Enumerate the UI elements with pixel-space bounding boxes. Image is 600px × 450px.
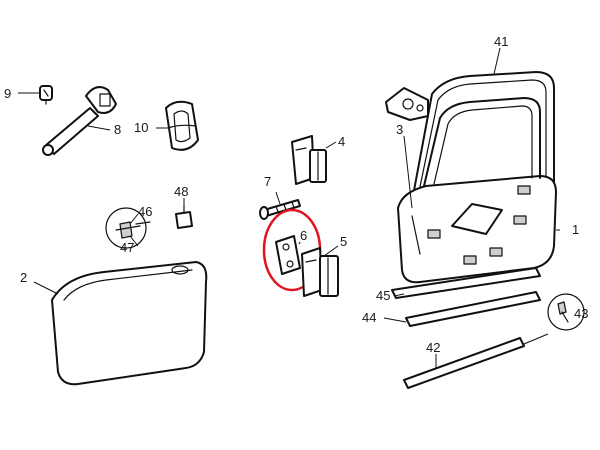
- callout-6: 6: [300, 228, 307, 243]
- part-3-catch: [385, 87, 429, 121]
- part-46-47-detail: [105, 207, 151, 249]
- part-8-check-strap: [42, 86, 117, 156]
- part-9-screw: [39, 85, 53, 105]
- callout-44: 44: [362, 310, 376, 325]
- callout-48: 48: [174, 184, 188, 199]
- part-5-lower-hinge: [301, 247, 339, 297]
- part-6-hinge-shim: [275, 235, 301, 275]
- part-2-door-skin: [51, 261, 208, 386]
- callout-5: 5: [340, 234, 347, 249]
- part-4-upper-hinge: [291, 135, 327, 185]
- callout-47: 47: [120, 240, 134, 255]
- part-45-strip: [391, 267, 541, 299]
- part-48-plug: [175, 205, 193, 229]
- part-10-rubber-boot: [165, 100, 199, 151]
- callout-45: 45: [376, 288, 390, 303]
- callout-3: 3: [396, 122, 403, 137]
- callout-labels: 1 2 3 4 5 6 7 8 9 10 41 42 43 44 45 46 4…: [4, 34, 588, 355]
- leader-lines: [18, 47, 560, 368]
- callout-46: 46: [138, 204, 152, 219]
- callout-8: 8: [114, 122, 121, 137]
- callout-7: 7: [264, 174, 271, 189]
- callout-42: 42: [426, 340, 440, 355]
- callout-2: 2: [20, 270, 27, 285]
- callout-10: 10: [134, 120, 148, 135]
- callout-43: 43: [574, 306, 588, 321]
- callout-1: 1: [572, 222, 579, 237]
- callout-9: 9: [4, 86, 11, 101]
- part-42-strip: [403, 337, 525, 389]
- part-43-detail: [547, 293, 585, 331]
- part-41-door-seal: [409, 71, 555, 213]
- callout-41: 41: [494, 34, 508, 49]
- part-1-door-shell: [397, 97, 557, 284]
- part-44-strip: [405, 291, 541, 327]
- part-7-bolt: [259, 199, 301, 220]
- callout-4: 4: [338, 134, 345, 149]
